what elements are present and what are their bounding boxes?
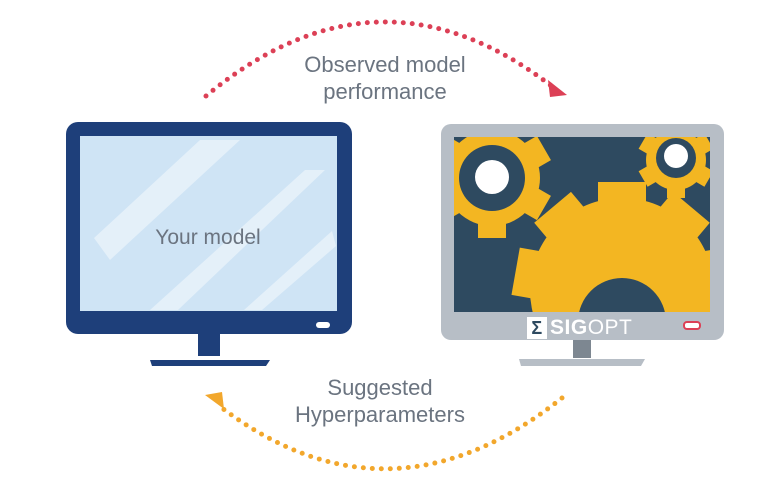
observed-performance-arrow [203,19,567,99]
arrowhead-icon [548,80,567,97]
monitor-base [519,359,645,366]
arrowhead-icon [205,392,224,409]
your-model-monitor [66,122,352,366]
monitor-neck [573,340,591,358]
monitor-base [150,360,270,366]
sigopt-logo: Σ SIG OPT [527,315,632,341]
gears-icon [454,137,710,312]
sigopt-monitor [441,124,724,366]
brand-sig-text: SIG [550,316,588,339]
observed-performance-line2: performance [323,79,447,104]
power-led-icon [316,322,330,328]
suggested-hyperparameters-line2: Hyperparameters [295,402,465,427]
suggested-hyperparameters-line1: Suggested [327,375,433,400]
suggested-hyperparameters-label: Suggested Hyperparameters [265,374,495,428]
suggested-hyperparameters-arrow [205,392,565,472]
brand-opt-text: OPT [587,316,633,339]
observed-performance-line1: Observed model [304,52,466,77]
monitor-neck [198,334,220,356]
sigma-icon: Σ [527,317,547,339]
power-led-icon [683,321,701,330]
your-model-label: Your model [155,226,261,249]
observed-performance-label: Observed model performance [270,51,500,105]
